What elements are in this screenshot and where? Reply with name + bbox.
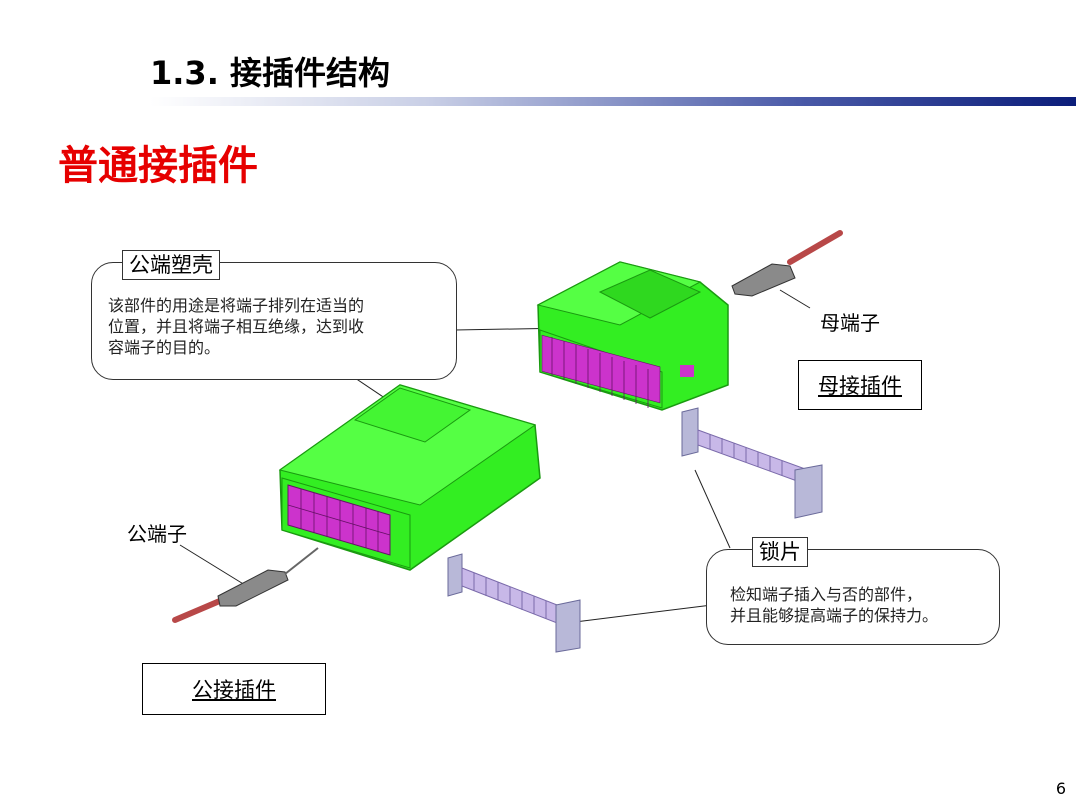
housing-callout-line: 容端子的目的。 (108, 338, 221, 357)
male-terminal-label: 公端子 (127, 522, 187, 546)
lock-callout-line: 检知端子插入与否的部件， (730, 585, 923, 604)
housing-callout-tag: 公端塑壳 (122, 250, 220, 280)
page-number: 6 (1055, 779, 1066, 798)
male-terminal (172, 547, 319, 623)
title-underline-bar (150, 97, 1076, 106)
female-connector-label-box: 母接插件 (798, 360, 922, 410)
lock-callout-tag: 锁片 (752, 537, 808, 567)
female-connector-label: 母接插件 (818, 374, 902, 398)
section-heading: 普通接插件 (58, 142, 258, 189)
lock-callout-line: 并且能够提高端子的保持力。 (730, 606, 939, 625)
lock-plate-lower (447, 553, 581, 653)
female-terminal-label: 母端子 (820, 311, 880, 335)
housing-callout (91, 262, 457, 380)
lock-callout-text: 检知端子插入与否的部件， 并且能够提高端子的保持力。 (730, 584, 938, 626)
housing-callout-text: 该部件的用途是将端子排列在适当的 位置，并且将端子相互绝缘，达到收 容端子的目的… (108, 295, 364, 358)
housing-callout-line: 该部件的用途是将端子排列在适当的 (108, 296, 365, 315)
male-connector-label: 公接插件 (192, 678, 276, 702)
housing-callout-line: 位置，并且将端子相互绝缘，达到收 (108, 317, 365, 336)
male-connector-label-box: 公接插件 (142, 663, 326, 715)
page-title: 1.3. 接插件结构 (150, 54, 390, 92)
male-connector-housing (278, 384, 541, 571)
female-terminal (731, 230, 843, 297)
female-connector-housing (536, 261, 729, 411)
lock-plate-upper (681, 407, 823, 519)
